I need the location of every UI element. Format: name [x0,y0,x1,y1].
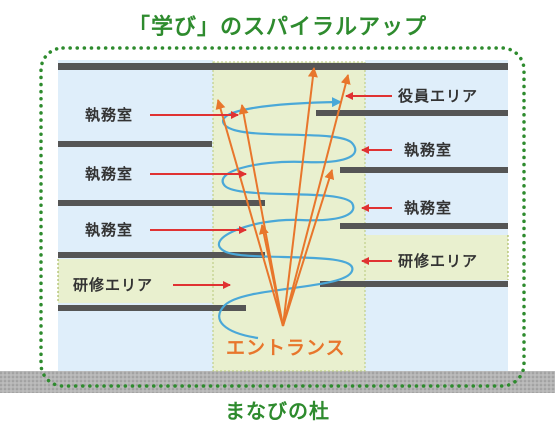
left-label-training: 研修エリア [73,276,154,294]
site-boundary [39,46,526,388]
right-label-executive: 役員エリア [398,87,479,105]
slab-left-1 [58,141,212,147]
left-label-office-3: 執務室 [85,221,134,239]
slab-right-3 [340,223,508,229]
slab-left-4 [58,305,246,311]
diagram-title: 「学び」のスパイラルアップ [127,15,427,40]
slab-right-1 [316,110,508,116]
slab-left-2 [58,200,265,206]
right-label-office-2: 執務室 [404,199,453,217]
entrance-label: エントランス [226,337,346,359]
slab-top [58,63,508,70]
learning-spiral [217,97,357,340]
ground [0,371,555,393]
diagram-caption: まなびの杜 [225,399,330,423]
floor-slabs [58,63,508,311]
slab-left-3 [58,252,265,258]
left-label-office-1: 執務室 [85,106,134,124]
slab-right-4 [320,281,508,287]
room-arrows [150,92,392,289]
left-label-office-2: 執務室 [85,165,134,183]
entrance-arrows [215,67,351,327]
right-label-training: 研修エリア [398,252,479,270]
right-label-office-1: 執務室 [404,141,453,159]
left-building [58,60,213,371]
slab-right-2 [340,167,508,173]
